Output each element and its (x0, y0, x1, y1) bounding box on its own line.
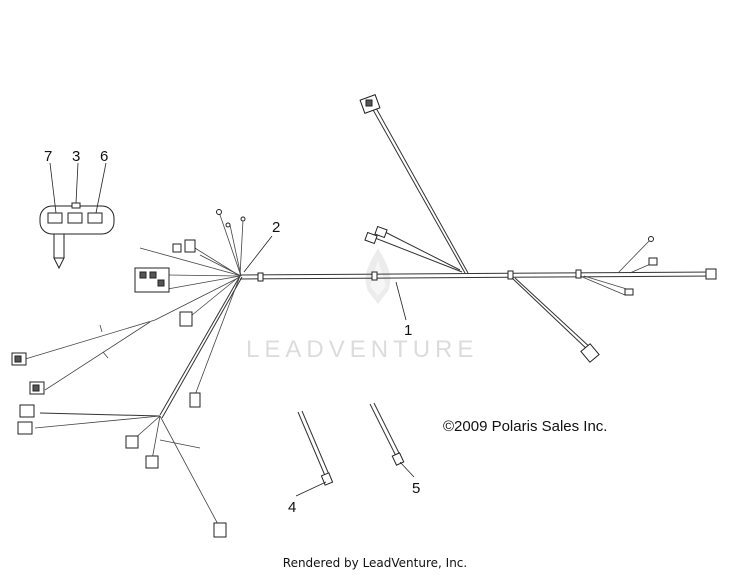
callout-7: 7 (44, 148, 52, 165)
right-end-branches (579, 236, 658, 296)
left-junction-connectors (134, 209, 246, 408)
copyright-text: ©2009 Polaris Sales Inc. (443, 418, 608, 435)
callout-3: 3 (72, 148, 80, 165)
footer-credit: Rendered by LeadVenture, Inc. (282, 556, 468, 570)
callout-4: 4 (288, 499, 296, 516)
main-harness-trunk (239, 268, 717, 282)
callout-6: 6 (100, 148, 108, 165)
callout-1: 1 (404, 322, 412, 339)
watermark-logo: LEADVENTURE (246, 248, 479, 364)
watermark-text: LEADVENTURE (246, 336, 479, 363)
leader-line-2 (243, 235, 273, 273)
upper-branch-wire (359, 94, 469, 274)
leader-line-1 (395, 281, 407, 321)
lower-right-branch (511, 277, 600, 363)
left-side-wires (11, 319, 156, 395)
left-junction-fan (139, 211, 244, 419)
cable-tie-4 (295, 410, 334, 497)
cable-tie-5 (369, 402, 415, 478)
mid-branch-wires (364, 225, 463, 273)
switch-connector-inset (39, 162, 115, 270)
lower-left-harness (17, 404, 227, 538)
callout-5: 5 (412, 480, 420, 497)
callout-2: 2 (272, 219, 280, 236)
